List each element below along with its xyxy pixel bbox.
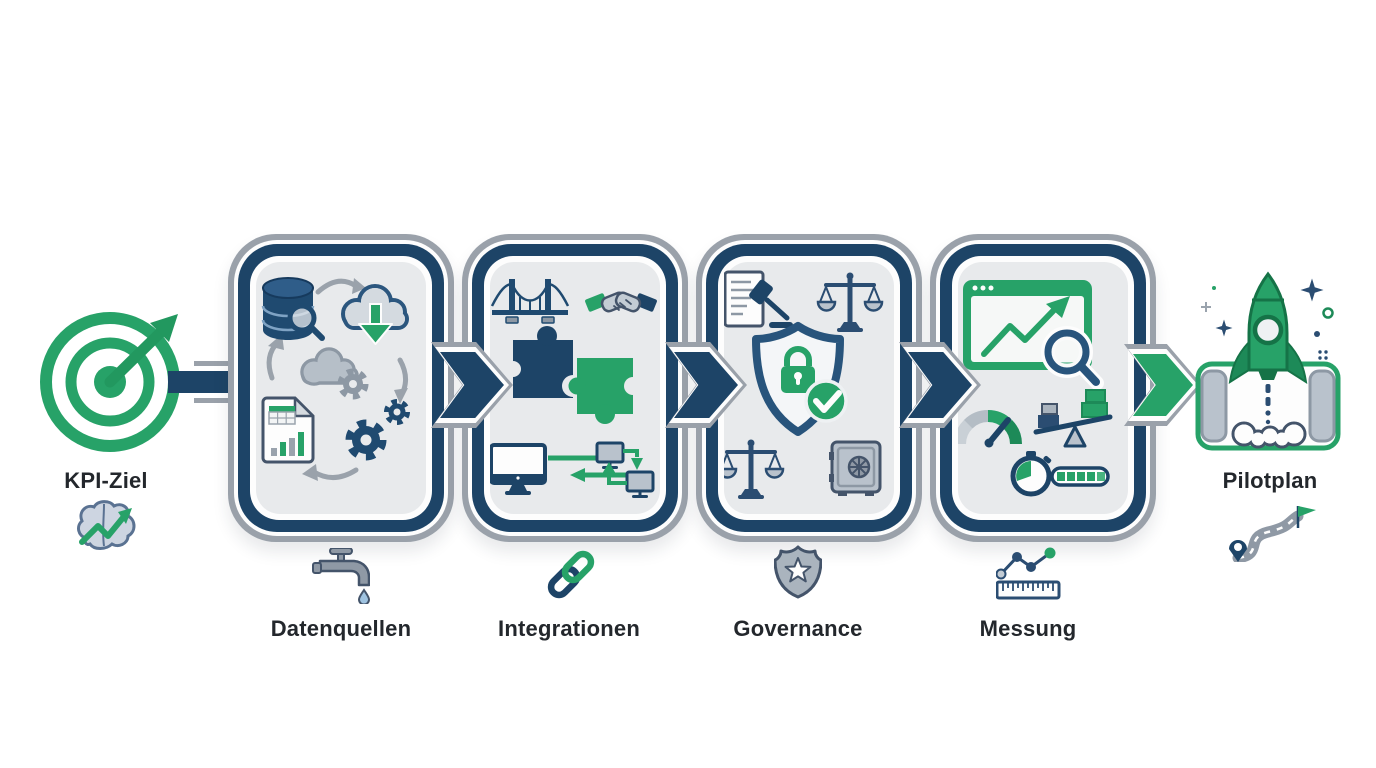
gauge-icon [958, 410, 1022, 448]
stage-label-messung: Messung [979, 616, 1077, 641]
box-panel [490, 262, 660, 514]
puzzle-pieces-icon [505, 326, 642, 424]
badge-star-icon [774, 545, 822, 599]
rocket-launch-icon [1195, 271, 1341, 451]
balance-scale-icon [724, 439, 785, 499]
target-growth-icon [40, 312, 180, 452]
cloud-download-icon [341, 284, 409, 345]
cloud-gear-icon [300, 347, 369, 400]
box-panel [256, 262, 426, 514]
safe-vault-icon [829, 440, 882, 496]
governance-icons [724, 270, 884, 499]
network-sync-icon [595, 441, 655, 498]
messung-icons [958, 280, 1113, 497]
box-panel [958, 262, 1128, 514]
stage-label-integrationen: Integrationen [498, 616, 640, 641]
stage-box-integrationen [462, 234, 688, 542]
roadmap-flag-icon [1229, 506, 1316, 562]
stage-label-datenquellen: Datenquellen [270, 616, 412, 641]
box-panel [724, 262, 894, 514]
brain-growth-icon [77, 500, 136, 550]
faucet-icon [312, 548, 370, 604]
ruler-trend-icon [996, 547, 1061, 600]
integrationen-icons [490, 279, 657, 498]
contract-gavel-icon [724, 270, 793, 328]
start-label: KPI-Ziel [64, 468, 148, 493]
connector-outline-bottom [194, 398, 242, 403]
magnifier-icon [1041, 326, 1104, 390]
stage-box-datenquellen [228, 234, 454, 542]
bridge-icon [490, 279, 570, 324]
chain-link-icon [547, 550, 595, 599]
end-label: Pilotplan [1222, 468, 1318, 493]
gears-icon [345, 399, 410, 461]
shield-lock-check-icon [752, 322, 848, 436]
datenquellen-icons [261, 277, 410, 481]
handshake-icon [585, 291, 657, 313]
report-chart-icon [261, 396, 315, 464]
justice-scale-icon [816, 272, 884, 332]
stage-box-governance [696, 234, 922, 542]
database-magnifier-icon [261, 277, 325, 341]
comparison-seesaw-icon [1033, 389, 1113, 448]
connector-bar [168, 371, 244, 393]
connector-outline-top [194, 361, 242, 366]
stopwatch-progress-icon [1010, 451, 1110, 497]
stage-label-governance: Governance [733, 616, 863, 641]
sparkles [1201, 278, 1334, 360]
